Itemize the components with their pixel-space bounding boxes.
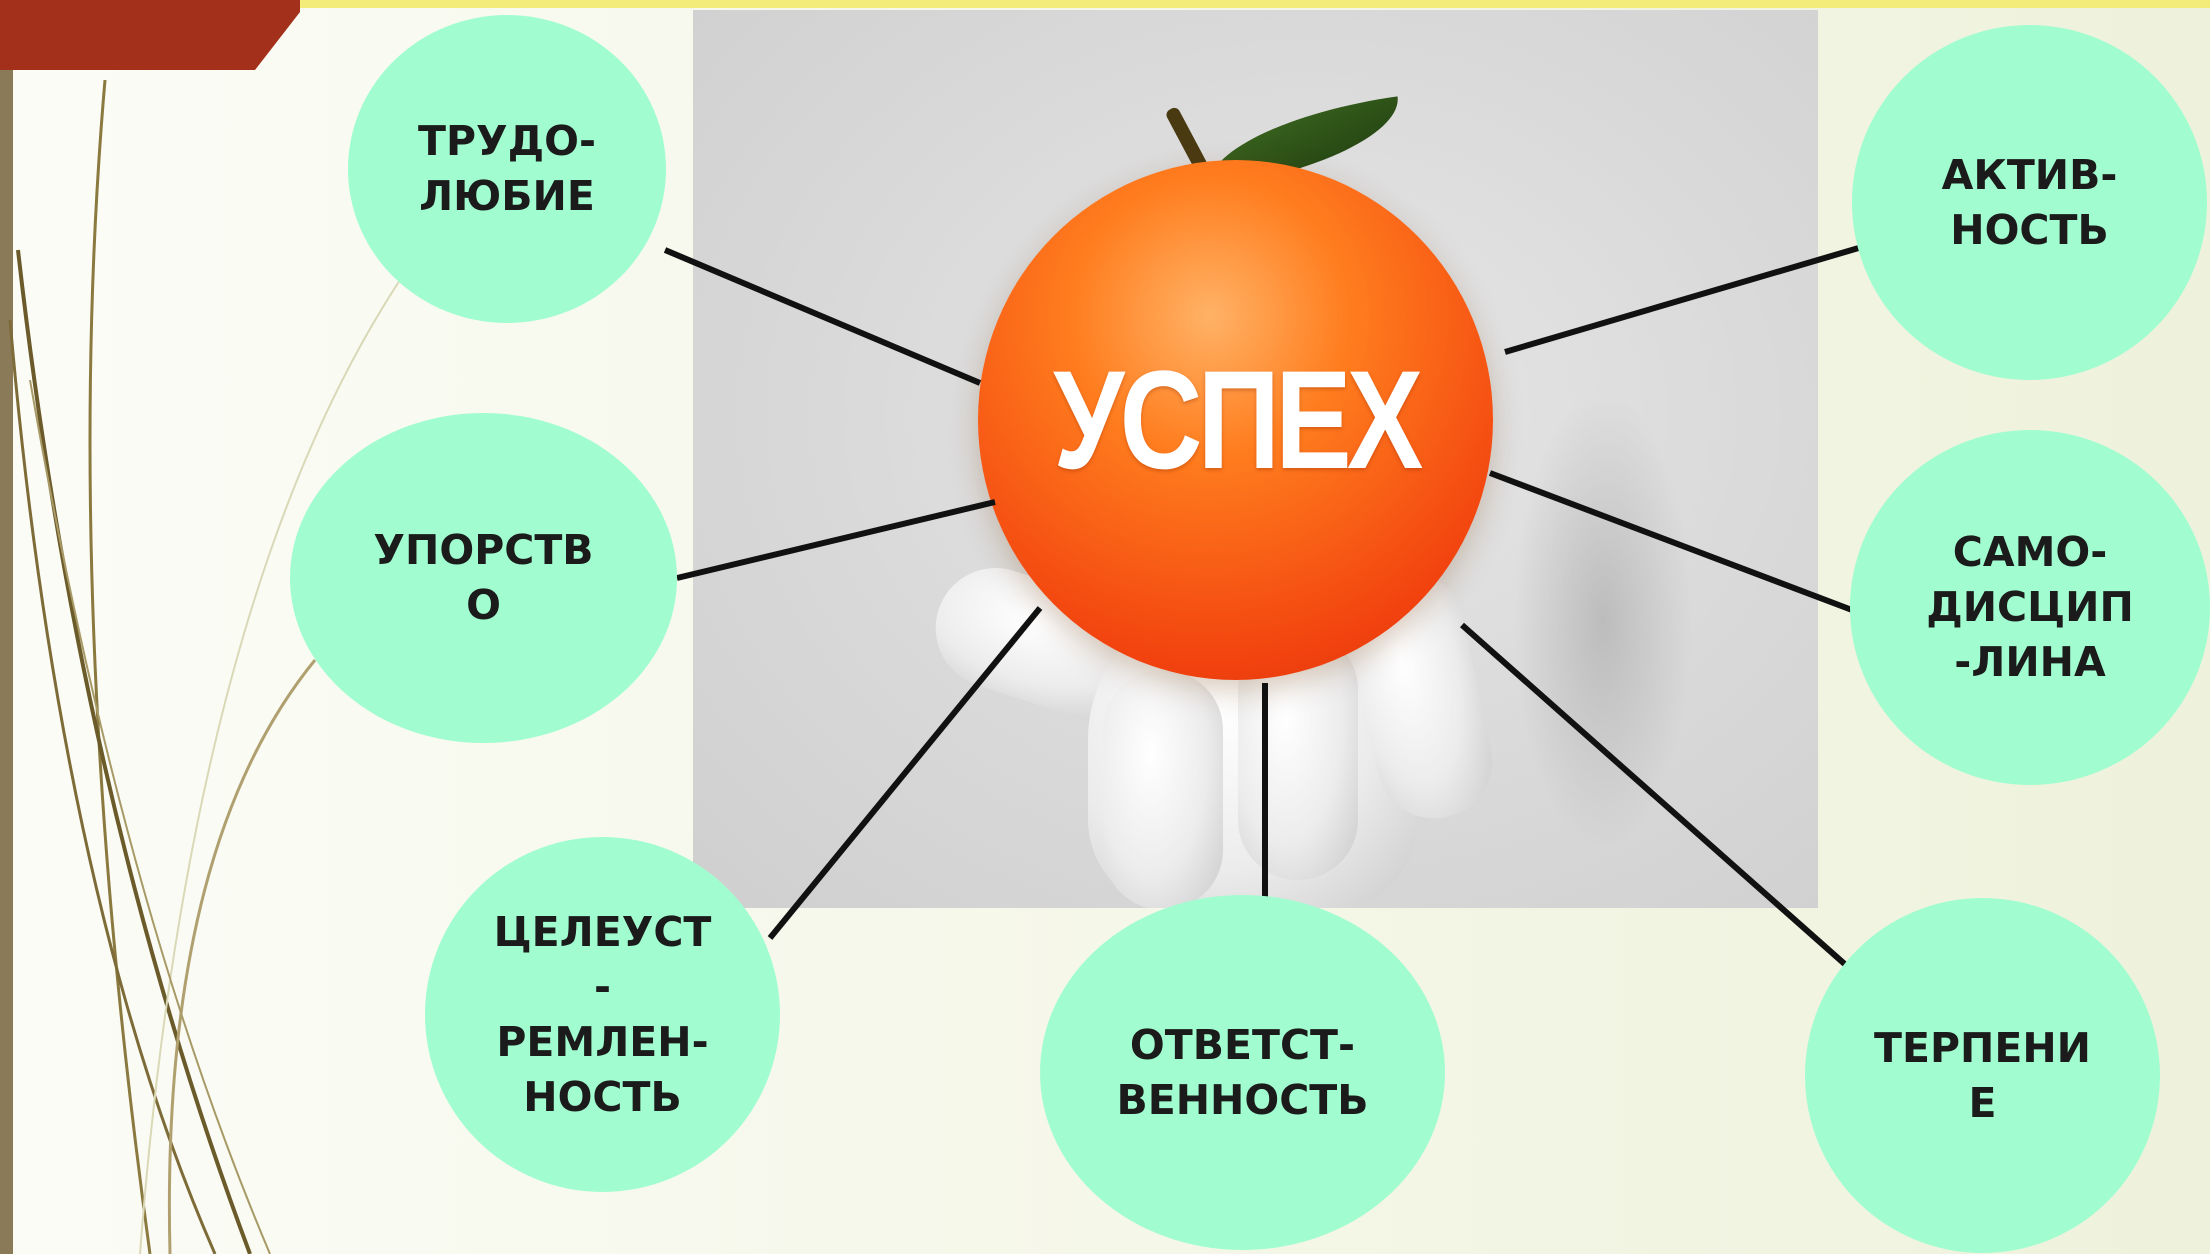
top-accent-strip xyxy=(0,0,2210,8)
connector-terpenie xyxy=(1460,622,1867,985)
bubble-trudolubie: ТРУДО- ЛЮБИЕ xyxy=(348,15,666,323)
bubble-label: ОТВЕТСТ- ВЕННОСТЬ xyxy=(1116,1020,1369,1124)
connector-uporstvo xyxy=(676,499,996,581)
bubble-otvetstvennost: ОТВЕТСТ- ВЕННОСТЬ xyxy=(1040,895,1445,1250)
corner-tab xyxy=(0,0,300,70)
hand-finger xyxy=(1103,670,1223,908)
connector-samodistsiplina xyxy=(1488,470,1854,613)
bubble-label: САМО- ДИСЦИП -ЛИНА xyxy=(1926,528,2134,686)
bubble-label: ТЕРПЕНИ Е xyxy=(1874,1023,2091,1127)
connector-trudolubie xyxy=(663,247,982,386)
left-accent-band xyxy=(0,0,13,1254)
bubble-label: УПОРСТВ О xyxy=(373,526,594,629)
success-photo: УСПЕХ xyxy=(693,10,1818,908)
connector-tseleustremlennost xyxy=(767,606,1043,940)
bubble-samodistsiplina: САМО- ДИСЦИП -ЛИНА xyxy=(1850,430,2210,785)
bubble-tseleustremlennost: ЦЕЛЕУСТ - РЕМЛЕН- НОСТЬ xyxy=(425,837,780,1192)
bubble-label: ЦЕЛЕУСТ - РЕМЛЕН- НОСТЬ xyxy=(493,907,712,1121)
center-label: УСПЕХ xyxy=(1052,341,1423,498)
bubble-terpenie: ТЕРПЕНИ Е xyxy=(1805,898,2160,1253)
orange-ball: УСПЕХ xyxy=(978,160,1493,680)
connector-aktivnost xyxy=(1504,244,1863,355)
hand-shadow xyxy=(1513,390,1693,850)
bubble-uporstvo: УПОРСТВ О xyxy=(290,413,677,743)
bubble-aktivnost: АКТИВ- НОСТЬ xyxy=(1852,25,2207,380)
bubble-label: АКТИВ- НОСТЬ xyxy=(1941,150,2118,254)
bubble-label: ТРУДО- ЛЮБИЕ xyxy=(417,117,596,220)
